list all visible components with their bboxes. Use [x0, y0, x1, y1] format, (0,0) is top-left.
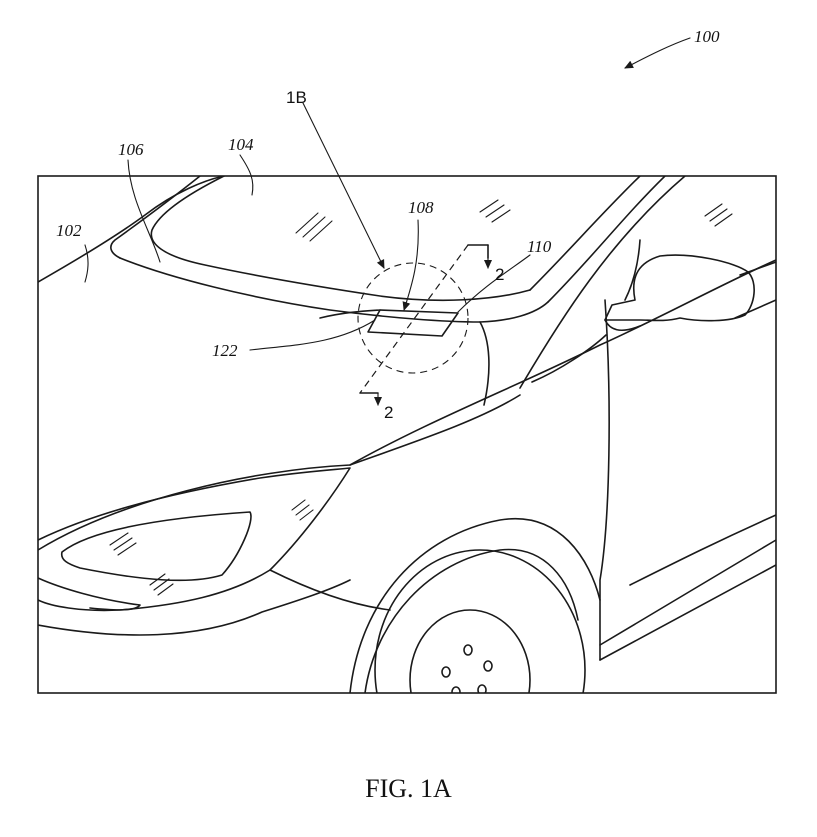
- ref-label-100: 100: [694, 27, 720, 46]
- ref-label-110: 110: [527, 237, 552, 256]
- side-mirror: [604, 254, 755, 322]
- hood-edge: [38, 176, 225, 283]
- figure-caption: FIG. 1A: [365, 774, 452, 803]
- detail-circle: [357, 262, 469, 374]
- windshield-molding: [150, 176, 531, 302]
- wheel-arch: [349, 517, 601, 693]
- hood-crease: [38, 394, 521, 551]
- ref-label-106: 106: [118, 140, 144, 159]
- wheel: [374, 549, 586, 693]
- a-pillar: [529, 176, 641, 291]
- section-line: [359, 244, 469, 394]
- ref-label-104: 104: [228, 135, 254, 154]
- detail-label-1b: 1B: [286, 88, 307, 107]
- drawing-frame: [37, 175, 777, 694]
- section-label-bottom: 2: [384, 403, 393, 422]
- section-label-top: 2: [495, 265, 504, 284]
- sensor-module: [367, 309, 459, 337]
- door-edge: [599, 299, 610, 661]
- vehicle-line-art: [38, 176, 776, 693]
- ref-label-108: 108: [408, 198, 434, 217]
- ref-label-122: 122: [212, 341, 238, 360]
- ref-label-102: 102: [56, 221, 82, 240]
